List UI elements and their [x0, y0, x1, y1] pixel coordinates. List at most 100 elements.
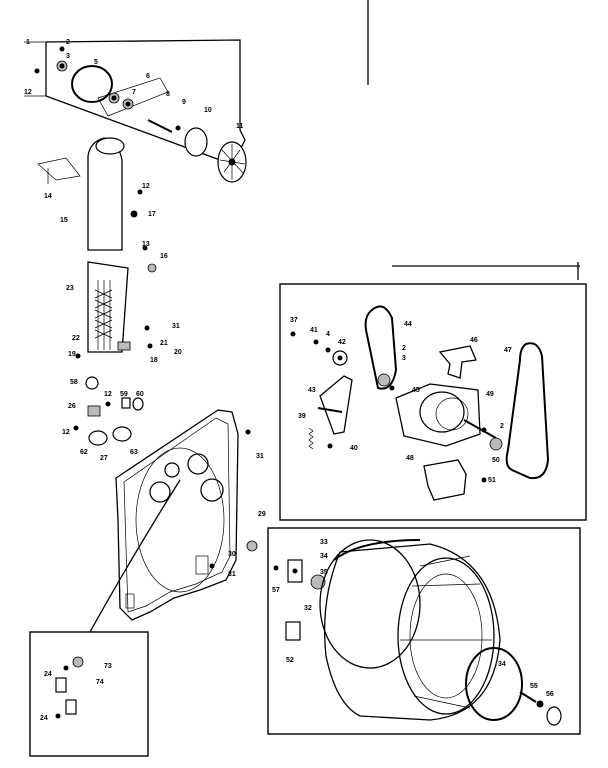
label-part-57: 57 — [272, 587, 280, 594]
part-46-bracket — [438, 345, 477, 379]
panel-hole-2 — [187, 453, 209, 475]
label-part-18: 18 — [150, 357, 158, 364]
part-74-bracket-b — [65, 699, 77, 715]
label-part-73: 73 — [104, 663, 112, 670]
label-part-56: 56 — [546, 691, 554, 698]
part-44-belt — [364, 305, 398, 390]
label-part-44: 44 — [404, 321, 412, 328]
part-7-center-a — [111, 95, 117, 101]
part-14-bracket — [37, 157, 81, 181]
label-part-48: 48 — [406, 455, 414, 462]
label-part-46: 46 — [470, 337, 478, 344]
label-part-35: 35 — [320, 569, 328, 576]
part-41-washer — [313, 339, 319, 345]
label-part-3b: 3 — [402, 355, 406, 362]
part-40-clip — [327, 443, 333, 449]
part-45-motor-mount — [395, 383, 481, 447]
part-51-screw — [481, 477, 487, 483]
label-part-31a: 31 — [172, 323, 180, 330]
part-34-drum-opening — [409, 573, 483, 699]
label-part-58: 58 — [70, 379, 78, 386]
label-part-31b: 31 — [256, 453, 264, 460]
part-12c-screw — [105, 401, 111, 407]
part-26-sensor — [87, 405, 101, 417]
part-10-disk — [184, 127, 208, 157]
panel-hole-1 — [149, 481, 171, 503]
label-part-37: 37 — [290, 317, 298, 324]
part-56-cap — [546, 706, 562, 726]
label-part-45: 45 — [412, 387, 420, 394]
label-part-15: 15 — [60, 217, 68, 224]
part-34-drum-rear — [319, 539, 421, 669]
label-part-23: 23 — [66, 285, 74, 292]
label-part-33: 33 — [320, 539, 328, 546]
drum-box — [267, 527, 581, 735]
blower-box-outline — [45, 39, 246, 173]
label-part-2b: 2 — [402, 345, 406, 352]
part-15-duct-top — [95, 137, 125, 155]
part-17-nut — [130, 210, 138, 218]
part-3b-idler — [377, 373, 391, 387]
part-4-clip — [325, 347, 331, 353]
panel-hole-3 — [200, 478, 224, 502]
label-part-49: 49 — [486, 391, 494, 398]
label-part-63: 63 — [130, 449, 138, 456]
label-part-41: 41 — [310, 327, 318, 334]
part-39-spring — [308, 427, 314, 450]
label-part-20: 20 — [174, 349, 182, 356]
label-part-47: 47 — [504, 347, 512, 354]
blower-hub — [228, 158, 236, 166]
label-part-21: 21 — [160, 340, 168, 347]
label-part-17: 17 — [148, 211, 156, 218]
drum-baffles — [400, 555, 492, 709]
part-50-pulley — [489, 437, 503, 451]
label-part-12b: 12 — [142, 183, 150, 190]
label-part-30: 30 — [228, 551, 236, 558]
part-7-center-b — [125, 101, 131, 107]
panel-slot — [195, 555, 209, 575]
label-part-3: 3 — [66, 53, 70, 60]
drum-shaft — [519, 691, 537, 703]
inset-leader — [89, 479, 181, 633]
label-part-24a: 24 — [44, 671, 52, 678]
label-part-59: 59 — [120, 391, 128, 398]
part-6-bracket — [97, 77, 169, 117]
drum-assembly — [273, 539, 562, 726]
label-part-34a: 34 — [320, 553, 328, 560]
part-60-cap — [132, 397, 144, 411]
label-part-10: 10 — [204, 107, 212, 114]
label-part-27: 27 — [100, 455, 108, 462]
part-55-nut — [536, 700, 544, 708]
part-2-screw — [59, 46, 65, 52]
label-part-55: 55 — [530, 683, 538, 690]
part-34b-seal — [465, 647, 523, 721]
label-part-1: 1 — [26, 39, 30, 46]
label-part-52: 52 — [286, 657, 294, 664]
label-part-60: 60 — [136, 391, 144, 398]
part-49-motor — [419, 391, 465, 433]
label-part-19: 19 — [68, 351, 76, 358]
part-34-drum-front — [397, 557, 495, 715]
motor-shaft — [463, 419, 497, 439]
part-35-band — [333, 539, 421, 561]
label-part-13: 13 — [142, 241, 150, 248]
part-5-seal-ring — [71, 65, 113, 103]
label-part-12a: 12 — [24, 89, 32, 96]
part-31-screw — [144, 325, 150, 331]
part-57-screw — [273, 565, 279, 571]
part-16-clip — [147, 263, 157, 273]
part-74-bracket-a — [55, 677, 67, 693]
label-part-2: 2 — [66, 39, 70, 46]
label-part-14: 14 — [44, 193, 52, 200]
motor-assembly — [290, 305, 550, 501]
part-2b-clip — [389, 385, 395, 391]
label-part-42: 42 — [338, 339, 346, 346]
part-27-opening — [135, 447, 225, 593]
part-19-screw — [75, 353, 81, 359]
part-49-motor-end — [435, 397, 469, 431]
label-part-24b: 24 — [40, 715, 48, 722]
part-20-screw — [147, 343, 153, 349]
label-part-40: 40 — [350, 445, 358, 452]
part-24a-screw — [63, 665, 69, 671]
